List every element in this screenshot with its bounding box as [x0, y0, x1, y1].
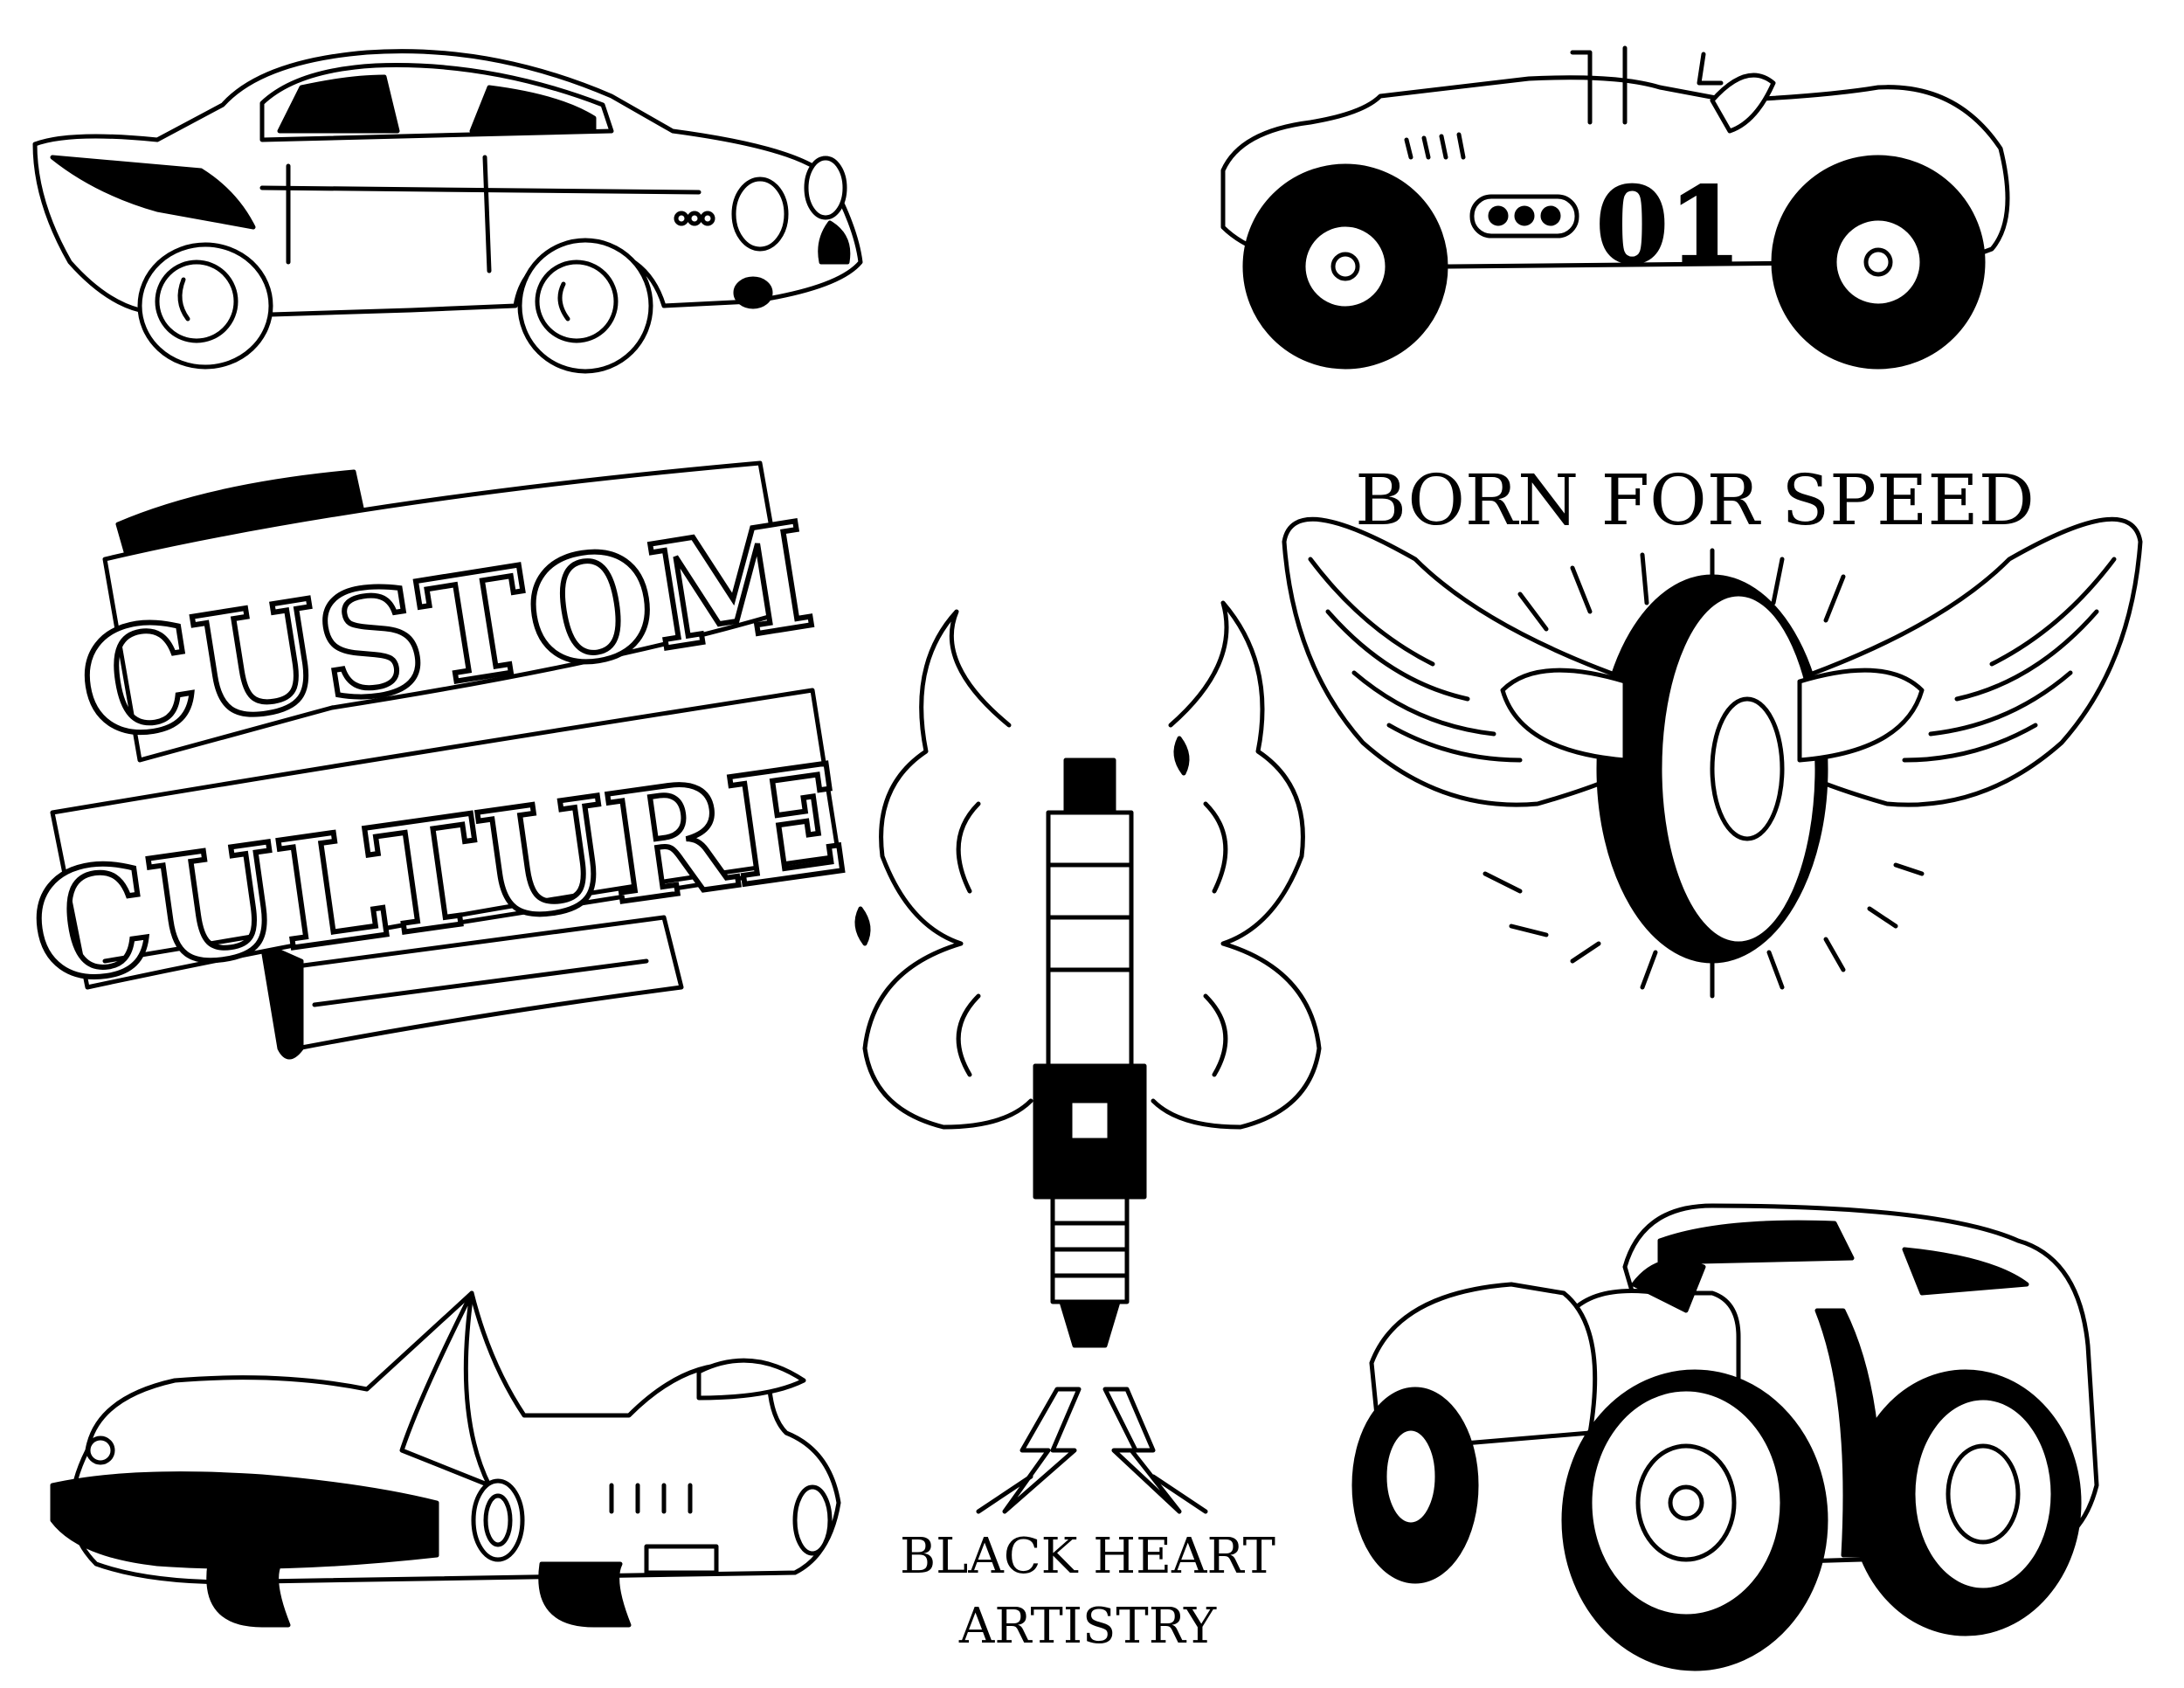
custom-culture-banner: CUSTOM CULTURE	[19, 460, 858, 1060]
artist-signature-line2: ARTISTRY	[958, 1598, 1217, 1655]
race-car-illustration: 01	[1220, 45, 2010, 370]
artist-signature-line1: BLACK HEART	[900, 1528, 1275, 1585]
race-car-number: 01	[1596, 164, 1742, 287]
classic-car-illustration	[32, 49, 863, 374]
wheel-slogan: BORN FOR SPEED	[1355, 460, 2035, 541]
winged-wheel-illustration: BORN FOR SPEED	[1282, 460, 2143, 999]
spark-plug-illustration: BLACK HEART ARTISTRY	[854, 600, 1322, 1655]
hot-rod-illustration	[1351, 1203, 2099, 1671]
finned-convertible-illustration	[50, 1290, 841, 1628]
